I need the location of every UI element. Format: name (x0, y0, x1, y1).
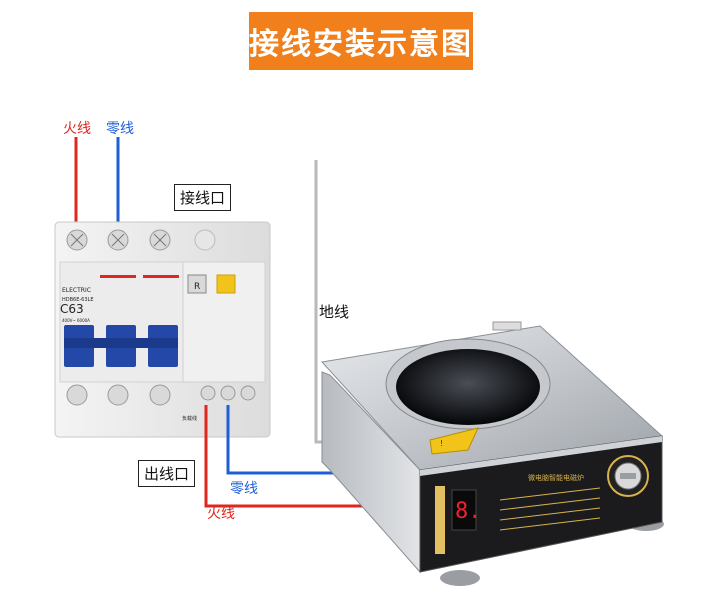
live-wire-bottom-label: 火线 (207, 506, 235, 522)
induction-stove: ! 8. 微电脑智能电磁炉 (321, 321, 664, 586)
display-digit: 8. (455, 499, 482, 524)
input-port-label: 接线口 (174, 184, 232, 211)
breaker-tag: 负载线 (182, 415, 197, 422)
ground-wire-label: 地线 (319, 303, 350, 321)
neutral-wire-bottom-label: 零线 (230, 481, 258, 497)
breaker-specs: 400V~ 6000A (62, 318, 90, 323)
neutral-wire-top-label: 零线 (106, 121, 134, 137)
bottom-terminals (66, 384, 256, 406)
breaker-test-button: R (194, 282, 200, 292)
diagram-title: 接线安装示意图 (249, 12, 473, 70)
breaker-brand: ELECTRIC (62, 287, 91, 294)
breaker-text: ELECTRIC HDB6E-63LE C63 400V~ 6000A R 负载… (60, 282, 200, 422)
panel-title: 微电脑智能电磁炉 (528, 473, 584, 482)
output-port-label: 出线口 (138, 460, 196, 487)
circuit-breaker (54, 221, 271, 438)
breaker-rating: C63 (60, 302, 84, 316)
top-wires (74, 137, 120, 232)
breaker-model: HDB6E-63LE (62, 297, 94, 303)
live-wire-top-label: 火线 (63, 121, 91, 137)
warning-sticker-text: ! (440, 439, 443, 448)
breaker-toggles (64, 325, 178, 367)
top-terminals (66, 229, 216, 251)
